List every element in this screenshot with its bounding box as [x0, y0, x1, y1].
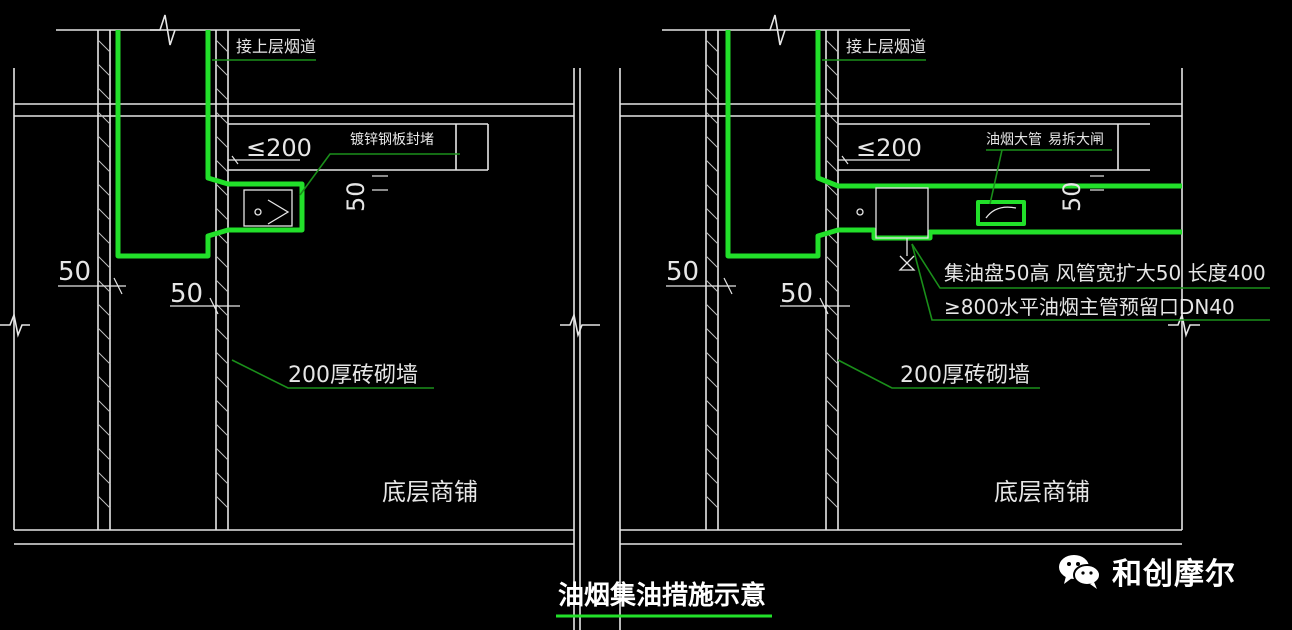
right-label-wall: 200厚砖砌墙: [900, 363, 1030, 388]
right-leaders: [822, 59, 1270, 389]
left-detail: [0, 14, 600, 630]
right-note-outlet: ≥800水平油烟主管预留口DN40: [944, 295, 1235, 319]
left-label-steel-plate: 镀锌钢板封堵: [350, 131, 434, 148]
right-label-upper-flue: 接上层烟道: [846, 37, 926, 56]
right-valve: [856, 187, 1017, 271]
right-duct: [725, 30, 1182, 259]
right-label-oil-duct: 油烟大管: [986, 132, 1042, 148]
left-label-wall: 200厚砖砌墙: [288, 363, 418, 388]
wechat-icon: [1058, 552, 1102, 590]
right-dim-50-mid: 50: [780, 279, 813, 309]
left-label-upper-flue: 接上层烟道: [236, 37, 316, 56]
right-dim-50-left: 50: [666, 257, 699, 287]
left-dimensions: [58, 155, 388, 315]
watermark: 和创摩尔: [1058, 548, 1236, 594]
watermark-text: 和创摩尔: [1112, 557, 1236, 592]
drawing-caption: 油烟集油措施示意: [558, 580, 766, 611]
left-dim-le200: ≤200: [246, 134, 312, 162]
left-wall-hatch: [97, 39, 229, 509]
left-dim-50-left: 50: [58, 257, 91, 287]
left-trap-valve: [243, 189, 293, 227]
right-wall-hatch: [705, 39, 839, 509]
right-detail: [619, 14, 1200, 630]
right-label-room: 底层商铺: [994, 478, 1090, 506]
right-dim-50-vertical: 50: [1058, 181, 1086, 212]
left-leaders: [212, 59, 460, 389]
left-dim-50-vertical: 50: [342, 181, 370, 212]
right-label-valve: 易拆大闸: [1048, 132, 1104, 148]
right-dim-le200: ≤200: [856, 134, 922, 162]
left-label-room: 底层商铺: [382, 478, 478, 506]
right-dimensions: [666, 155, 1104, 315]
right-note-oil-tray: 集油盘50高 风管宽扩大50 长度400: [944, 261, 1266, 285]
left-dim-50-mid: 50: [170, 279, 203, 309]
